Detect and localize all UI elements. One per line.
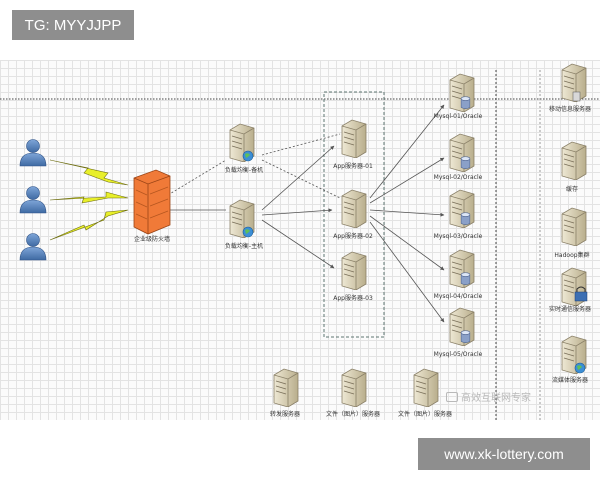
user-icon bbox=[19, 186, 47, 214]
link-app2-mysql3 bbox=[369, 209, 445, 217]
globe-icon bbox=[242, 226, 254, 238]
server-icon bbox=[561, 141, 587, 180]
link-firewall-lb-backup bbox=[167, 159, 227, 196]
server-icon bbox=[341, 189, 367, 228]
image-watermark: 高效互联网专家 bbox=[446, 389, 531, 404]
link-backup-app1 bbox=[261, 133, 341, 156]
user-icon bbox=[19, 139, 47, 167]
push-label: 移动信息服务器 bbox=[549, 105, 591, 113]
link-app2-mysql4 bbox=[369, 215, 445, 271]
hadoop-label: Hadoop集群 bbox=[554, 251, 589, 259]
server-icon bbox=[561, 207, 587, 246]
mobile-device-icon bbox=[572, 91, 581, 102]
link-main-app1 bbox=[261, 145, 335, 211]
lightning-bolt-icon bbox=[49, 159, 129, 186]
link-main-app3 bbox=[261, 219, 335, 269]
lb-backup-label: 负载均衡-备机 bbox=[225, 166, 263, 174]
server-icon bbox=[413, 368, 439, 407]
link-backup-app2 bbox=[261, 159, 341, 199]
mysql4-label: Mysql-04/Oracle bbox=[434, 293, 483, 300]
database-icon bbox=[460, 212, 471, 225]
lock-icon bbox=[574, 286, 588, 302]
link-app2-mysql5 bbox=[369, 221, 445, 323]
app-cluster-box bbox=[323, 91, 385, 338]
relay-label: 转发服务器 bbox=[270, 410, 300, 418]
firewall-icon bbox=[133, 169, 171, 235]
firewall-label: 企业级防火墙 bbox=[134, 235, 170, 243]
file1-label: 文件（图片）服务器 bbox=[326, 410, 380, 418]
diagram-canvas: 企业级防火墙 负载均衡-备机 负载均衡-主机 App服务器-01 App服务器-… bbox=[0, 60, 600, 420]
architecture-diagram: 企业级防火墙 负载均衡-备机 负载均衡-主机 App服务器-01 App服务器-… bbox=[0, 63, 600, 420]
watermark-badge-top: TG: MYYJJPP bbox=[12, 10, 134, 40]
globe-icon bbox=[574, 362, 586, 374]
database-icon bbox=[460, 156, 471, 169]
watermark-badge-bottom: www.xk-lottery.com bbox=[418, 438, 590, 470]
globe-icon bbox=[242, 150, 254, 162]
image-watermark-text: 高效互联网专家 bbox=[461, 393, 531, 404]
server-icon bbox=[341, 368, 367, 407]
lightning-bolt-icon bbox=[49, 209, 129, 241]
lb-main-label: 负载均衡-主机 bbox=[225, 242, 263, 250]
media-label: 流媒体服务器 bbox=[552, 376, 588, 384]
mysql1-label: Mysql-01/Oracle bbox=[434, 113, 483, 120]
mysql2-label: Mysql-02/Oracle bbox=[434, 174, 483, 181]
link-app2-mysql1 bbox=[369, 104, 445, 199]
link-app2-mysql2 bbox=[369, 157, 445, 204]
database-icon bbox=[460, 96, 471, 109]
database-icon bbox=[460, 330, 471, 343]
mysql5-label: Mysql-05/Oracle bbox=[434, 351, 483, 358]
file2-label: 文件（图片）服务器 bbox=[398, 410, 452, 418]
lightning-bolt-icon bbox=[49, 191, 129, 204]
database-icon bbox=[460, 272, 471, 285]
camera-icon bbox=[446, 392, 458, 402]
server-icon bbox=[341, 119, 367, 158]
im-label: 实时通信服务器 bbox=[549, 305, 591, 313]
server-icon bbox=[273, 368, 299, 407]
server-icon bbox=[341, 251, 367, 290]
app2-label: App服务器-02 bbox=[333, 232, 373, 240]
user-icon bbox=[19, 233, 47, 261]
mysql3-label: Mysql-03/Oracle bbox=[434, 233, 483, 240]
cache-label: 缓存 bbox=[566, 185, 578, 193]
app3-label: App服务器-03 bbox=[333, 294, 373, 302]
link-main-app2 bbox=[261, 208, 333, 216]
app1-label: App服务器-01 bbox=[333, 162, 373, 170]
